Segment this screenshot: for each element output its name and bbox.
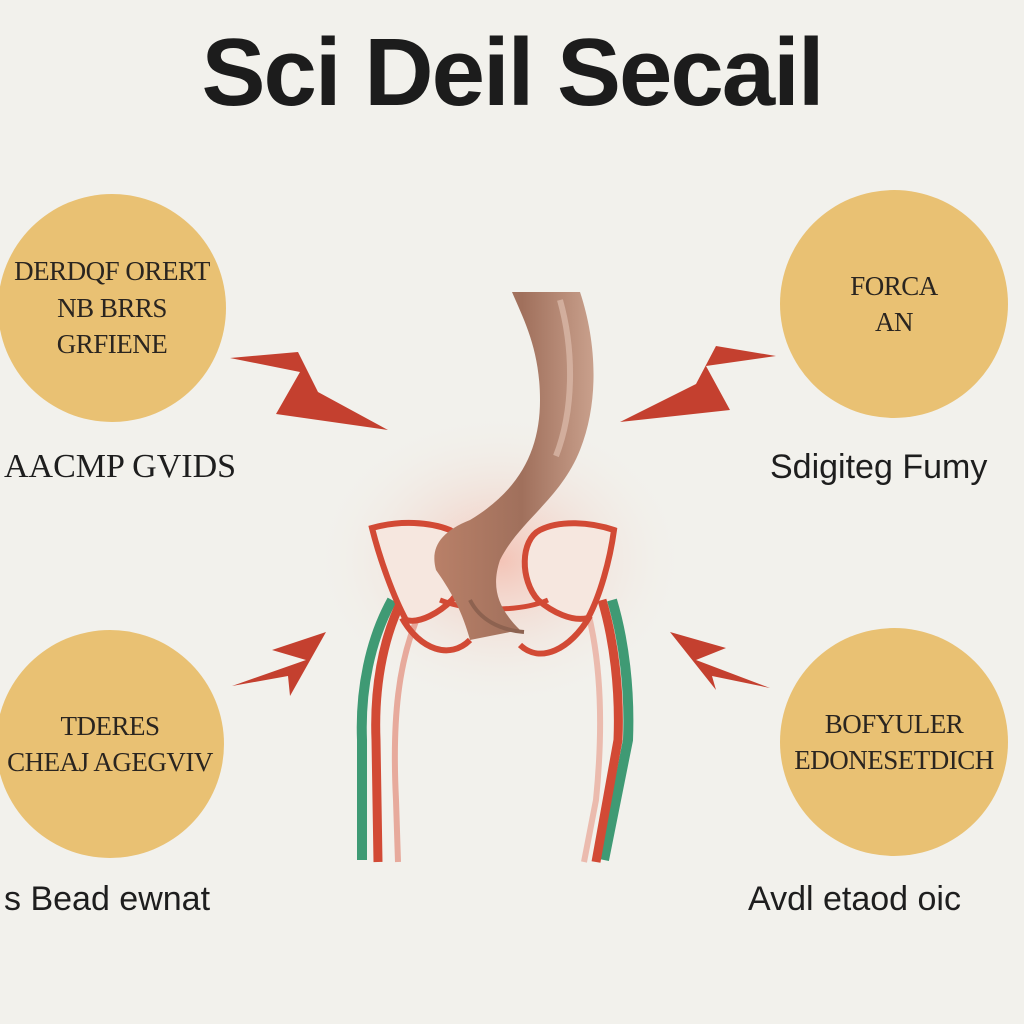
- info-circle-bottom-left: TDERES CHEAJ AGEGVIV: [0, 630, 224, 858]
- circle-text-line: BOFYULER: [824, 708, 964, 739]
- caption-top-right: Sdigiteg Fumy: [770, 448, 988, 486]
- circle-text-line: EDONESETDICH: [794, 745, 994, 775]
- circle-text-line: DERDQF ORERT: [14, 256, 210, 287]
- circle-text-line: FORCA: [850, 270, 938, 301]
- spine-bone: [434, 292, 594, 640]
- circle-text-line: AN: [875, 307, 914, 337]
- info-circle-bottom-right: BOFYULER EDONESETDICH: [780, 628, 1008, 856]
- caption-top-left: AACMP GVIDS: [4, 448, 237, 485]
- caption-bottom-right: Avdl etaod oic: [748, 880, 961, 918]
- circle-text-line: CHEAJ AGEGVIV: [7, 747, 213, 777]
- diagram-title: Sci Deil Secail: [201, 19, 824, 126]
- arrow-bottom-right: [670, 632, 770, 690]
- left-leg: [356, 597, 423, 863]
- arrow-bottom-left: [232, 632, 326, 696]
- circle-text-line: GRFIENE: [56, 329, 168, 360]
- arrow-top-left: [230, 352, 388, 430]
- circle-text-line: TDERES: [60, 710, 160, 741]
- caption-bottom-left: s Bead ewnat: [4, 880, 211, 918]
- info-circle-top-left: DERDQF ORERT NB BRRS GRFIENE: [0, 194, 226, 422]
- right-leg: [581, 598, 634, 863]
- info-circle-top-right: FORCA AN: [780, 190, 1008, 418]
- circle-text-line: NB BRRS: [57, 292, 167, 323]
- arrow-top-right: [620, 346, 776, 422]
